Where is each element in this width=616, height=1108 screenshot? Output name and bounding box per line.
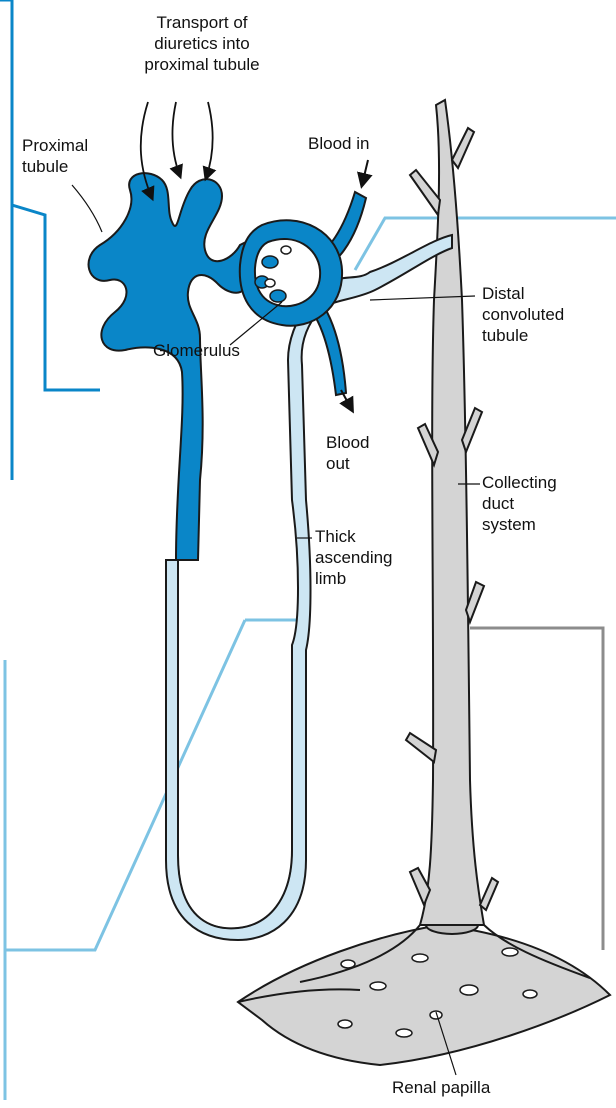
glomerulus bbox=[240, 220, 342, 326]
label-proximal-tubule: Proximal tubule bbox=[22, 135, 88, 177]
label-thick-line3: limb bbox=[315, 568, 393, 589]
label-thick-line2: ascending bbox=[315, 547, 393, 568]
label-transport-line3: proximal tubule bbox=[112, 54, 292, 75]
label-blood-out-line2: out bbox=[326, 453, 369, 474]
renal-papilla bbox=[238, 916, 610, 1065]
label-blood-out: Blood out bbox=[326, 432, 369, 474]
label-renal-papilla: Renal papilla bbox=[392, 1077, 490, 1098]
label-proximal-line1: Proximal bbox=[22, 135, 88, 156]
label-distal-line3: tubule bbox=[482, 325, 564, 346]
label-distal-line1: Distal bbox=[482, 283, 564, 304]
label-transport-line1: Transport of bbox=[112, 12, 292, 33]
label-blood-out-line1: Blood bbox=[326, 432, 369, 453]
label-proximal-line2: tubule bbox=[22, 156, 88, 177]
label-blood-in: Blood in bbox=[308, 133, 369, 154]
label-distal-line2: convoluted bbox=[482, 304, 564, 325]
label-transport: Transport of diuretics into proximal tub… bbox=[112, 12, 292, 75]
label-thick-ascending-limb: Thick ascending limb bbox=[315, 526, 393, 589]
label-collecting-line1: Collecting bbox=[482, 472, 557, 493]
bracket-proximal bbox=[0, 0, 100, 480]
label-thick-line1: Thick bbox=[315, 526, 393, 547]
proximal-tubule bbox=[89, 173, 259, 560]
label-distal-tubule: Distal convoluted tubule bbox=[482, 283, 564, 346]
label-collecting-line3: system bbox=[482, 514, 557, 535]
label-transport-line2: diuretics into bbox=[112, 33, 292, 54]
label-collecting-duct: Collecting duct system bbox=[482, 472, 557, 535]
blood-in-arrow bbox=[362, 160, 368, 185]
label-glomerulus: Glomerulus bbox=[153, 340, 240, 361]
label-collecting-line2: duct bbox=[482, 493, 557, 514]
